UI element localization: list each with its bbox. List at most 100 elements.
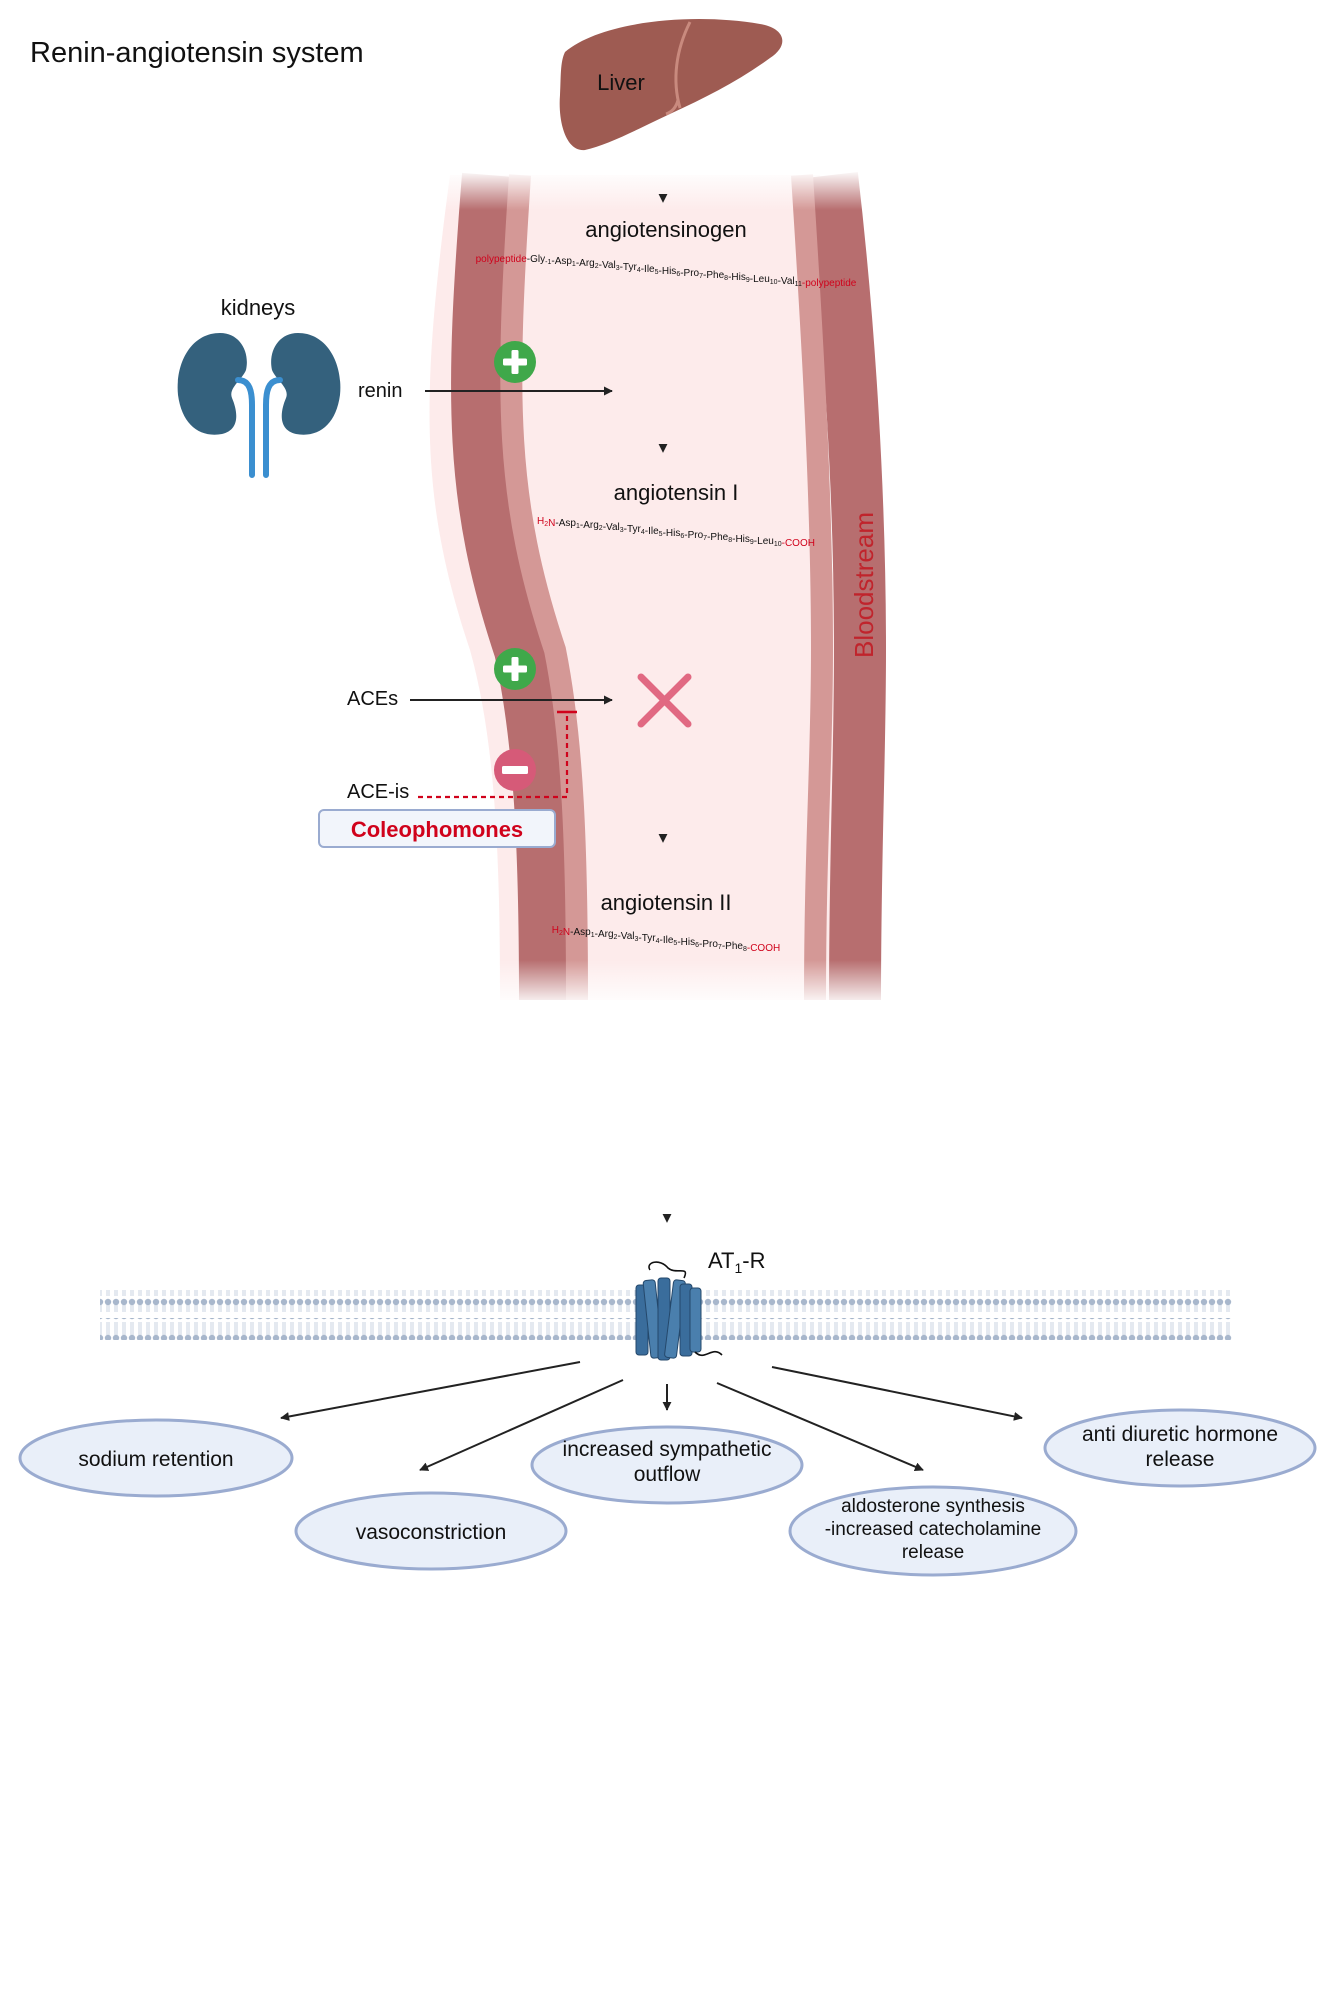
sequence-subscript: 3 (634, 936, 638, 943)
sequence-residue: -Phe (707, 532, 729, 543)
sequence-subscript: 4 (641, 529, 645, 536)
sequence-residue: polypeptide (476, 254, 528, 265)
inhibition-line (418, 710, 577, 799)
sequence-subscript: 6 (676, 271, 680, 278)
sequence-subscript: 1 (572, 261, 576, 268)
sequence-residue: -Asp (551, 256, 572, 267)
effect-label: aldosterone synthesis (841, 1496, 1025, 1517)
effect-vasoconstriction: vasoconstriction (294, 1491, 568, 1571)
liver-label: Liver (597, 70, 645, 95)
sequence-subscript: 5 (673, 940, 677, 947)
svg-text:outflow: outflow (634, 1463, 701, 1486)
sequence-residue: -His (663, 528, 681, 539)
sequence-subscript: 1 (591, 932, 595, 939)
effect-label: sodium retention (78, 1448, 233, 1471)
sequence-residue: -Val (599, 260, 616, 271)
plus-icon-renin (494, 341, 536, 383)
sequence-subscript: 2 (559, 930, 563, 937)
page-title: Renin-angiotensin system (30, 37, 364, 69)
sequence-subscript: -1 (545, 259, 551, 266)
sequence-residue: N (563, 927, 570, 938)
sequence-residue: -Leu (750, 274, 770, 285)
svg-text:anti diuretic hormone: anti diuretic hormone (1082, 1423, 1278, 1446)
sequence-residue: H (537, 516, 544, 527)
sequence-subscript: 2 (599, 525, 603, 532)
sequence-residue: -COOH (782, 538, 815, 549)
angiotensin1-sequence: H2N-Asp1-Arg2-Val3-Tyr4-Ile5-His6-Pro7-P… (537, 516, 815, 549)
sequence-residue: -Pro (684, 530, 703, 541)
sequence-subscript: 6 (680, 533, 684, 540)
at1-receptor-icon (635, 1261, 723, 1361)
sequence-subscript: 4 (656, 938, 660, 945)
liver-icon (559, 19, 783, 151)
sequence-residue: -polypeptide (802, 278, 857, 289)
plus-icon-aces (494, 648, 536, 690)
effect-aldosterone-synthesis: aldosterone synthesis -increased catecho… (788, 1485, 1078, 1577)
sequence-residue: -Phe (703, 270, 725, 281)
vessel-wall-right-inner (791, 174, 834, 1001)
sequence-subscript: 3 (620, 527, 624, 534)
angiotensinogen-label: angiotensinogen (585, 217, 746, 242)
sequence-subscript: 2 (595, 263, 599, 270)
sequence-residue: -Asp (555, 518, 576, 529)
effect-increased-sympathetic-outflow: increased sympathetic outflow (530, 1425, 804, 1505)
sequence-subscript: 8 (743, 946, 747, 953)
effect-arrows (280, 1361, 1023, 1471)
sequence-residue: -Arg (595, 929, 614, 940)
sequence-residue: -His (728, 272, 746, 283)
sequence-subscript: 9 (750, 539, 754, 546)
sequence-residue: -Arg (576, 258, 595, 269)
sequence-subscript: 9 (746, 277, 750, 284)
kidneys-label: kidneys (221, 295, 296, 320)
sequence-subscript: 2 (614, 934, 618, 941)
sequence-subscript: 7 (699, 273, 703, 280)
kidneys-icon (177, 333, 341, 478)
sequence-subscript: 10 (774, 541, 782, 548)
renin-label: renin (358, 380, 402, 402)
sequence-residue: -Phe (722, 941, 744, 952)
effect-label: -increased catecholamine (825, 1519, 1042, 1540)
sequence-residue: -Val (603, 522, 620, 533)
sequence-residue: -Val (617, 931, 634, 942)
sequence-residue: -His (659, 266, 677, 277)
sequence-subscript: 3 (616, 265, 620, 272)
sequence-residue: -Leu (754, 536, 774, 547)
sequence-subscript: 8 (728, 537, 732, 544)
minus-icon-ace-is (494, 749, 536, 791)
vessel-wall-right-outer (806, 172, 887, 1001)
sequence-residue: N (548, 518, 555, 529)
blood-vessel (429, 170, 890, 1006)
effect-anti-diuretic-hormone-release: anti diuretic hormone release (1043, 1408, 1317, 1488)
sequence-subscript: 4 (637, 267, 641, 274)
svg-text:release: release (902, 1542, 964, 1563)
angiotensinogen-sequence: polypeptide-Gly-1-Asp1-Arg2-Val3-Tyr4-Il… (476, 254, 857, 289)
coleophomones-label: Coleophomones (351, 817, 523, 842)
sequence-subscript: 7 (718, 944, 722, 951)
svg-text:vasoconstriction: vasoconstriction (356, 1521, 507, 1544)
aces-label: ACEs (347, 688, 398, 710)
svg-text:sodium retention: sodium retention (78, 1448, 233, 1471)
angiotensin2-sequence: H2N-Asp1-Arg2-Val3-Tyr4-Ile5-His6-Pro7-P… (552, 925, 780, 954)
sequence-residue: -Val (778, 276, 795, 287)
vessel-wall-left-outer (451, 172, 571, 1001)
at1-receptor-label: AT1-R (708, 1248, 766, 1276)
effect-label: vasoconstriction (356, 1521, 507, 1544)
effect-label: increased sympathetic (563, 1438, 772, 1461)
sequence-residue: -Asp (570, 927, 591, 938)
sequence-subscript: 7 (703, 535, 707, 542)
svg-text:increased sympathetic: increased sympathetic (563, 1438, 772, 1461)
angiotensin1-label: angiotensin I (614, 480, 739, 505)
sequence-residue: -Tyr (624, 524, 642, 535)
sequence-residue: -Ile (660, 935, 674, 946)
sequence-residue: -Pro (680, 268, 699, 279)
sequence-residue: -Ile (645, 526, 659, 537)
angiotensin2-label: angiotensin II (601, 890, 732, 915)
block-x-icon (637, 673, 692, 728)
coleophomones-box: Coleophomones (318, 809, 556, 848)
sequence-residue: -COOH (747, 943, 780, 954)
sequence-residue: H (552, 925, 559, 936)
sequence-residue: -Gly (527, 254, 545, 265)
effect-sodium-retention: sodium retention (18, 1418, 294, 1498)
svg-text:-increased catecholamine: -increased catecholamine (825, 1519, 1042, 1540)
sequence-residue: -Tyr (638, 933, 656, 944)
